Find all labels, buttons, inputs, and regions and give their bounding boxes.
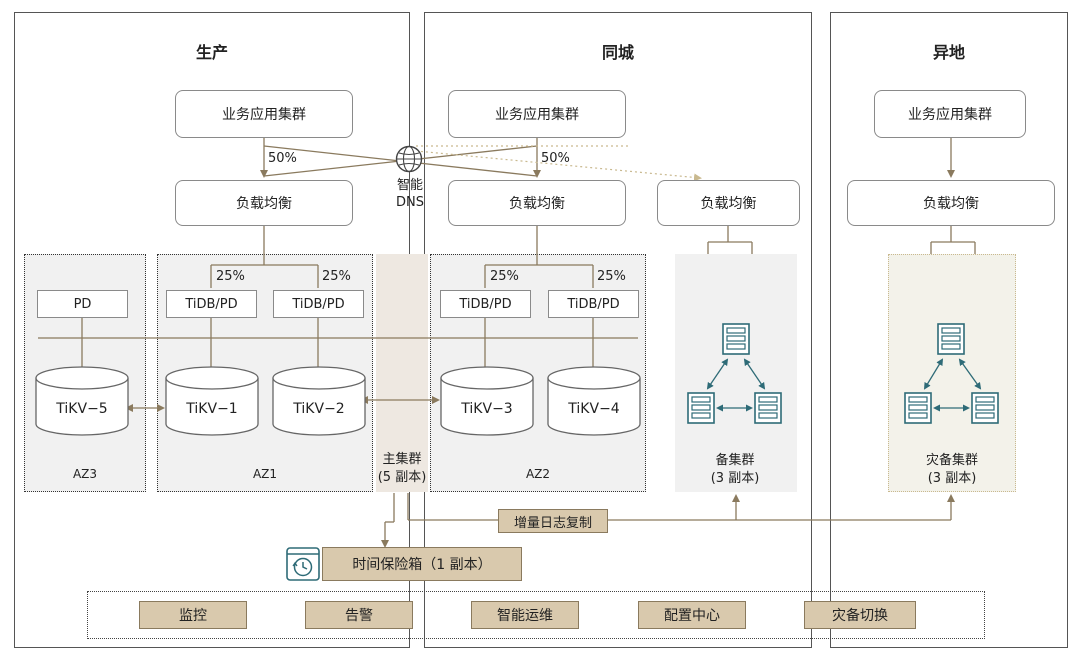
main-cluster-label-line2: (5 副本) <box>377 470 427 485</box>
tidb-pd-node-4: TiDB/PD <box>548 290 639 318</box>
tikv3-cylinder <box>440 366 534 436</box>
dns-label-line2: DNS <box>396 195 424 210</box>
tikv4-cylinder <box>547 366 641 436</box>
dns-globe-icon <box>395 145 423 173</box>
tikv3-label: TiKV−3 <box>461 401 513 417</box>
region-remote-title: 异地 <box>932 43 965 62</box>
tikv5-cylinder <box>35 366 129 436</box>
app-cluster-production: 业务应用集群 <box>175 90 353 138</box>
tikv5-label: TiKV−5 <box>56 401 108 417</box>
ops-tool-monitoring: 监控 <box>139 601 247 629</box>
az1-label: AZ1 <box>252 467 278 481</box>
region-same-city-title: 同城 <box>601 43 634 62</box>
tidb-pd-node-3: TiDB/PD <box>440 290 531 318</box>
ops-tool-dr-switch: 灾备切换 <box>804 601 916 629</box>
region-production-title: 生产 <box>195 43 228 62</box>
ops-tools-bar <box>87 591 985 639</box>
dr-cluster-zone <box>888 254 1016 492</box>
standby-servers <box>687 323 782 424</box>
incremental-log-replication: 增量日志复制 <box>498 509 608 533</box>
traffic-25-tidb1: 25% <box>216 269 245 284</box>
ops-tool-alerting: 告警 <box>305 601 413 629</box>
standby-cluster-label-line2: (3 副本) <box>710 471 760 486</box>
az2-label: AZ2 <box>525 467 551 481</box>
traffic-50-production: 50% <box>268 151 297 166</box>
load-balancer-standby: 负载均衡 <box>657 180 800 226</box>
tikv4-label: TiKV−4 <box>568 401 620 417</box>
ops-tool-smart-ops: 智能运维 <box>471 601 579 629</box>
pd-node: PD <box>37 290 128 318</box>
az3-label: AZ3 <box>72 467 98 481</box>
app-cluster-remote: 业务应用集群 <box>874 90 1026 138</box>
dr-cluster-label-line2: (3 副本) <box>927 471 977 486</box>
standby-cluster-label-line1: 备集群 <box>715 453 755 468</box>
main-cluster-band <box>376 254 428 492</box>
main-cluster-label-line1: 主集群 <box>382 452 422 467</box>
tikv1-label: TiKV−1 <box>186 401 238 417</box>
dr-servers <box>904 323 999 424</box>
load-balancer-remote: 负载均衡 <box>847 180 1055 226</box>
traffic-25-tidb2: 25% <box>322 269 351 284</box>
time-vault-icon <box>286 547 320 581</box>
tikv2-cylinder <box>272 366 366 436</box>
traffic-25-tidb3: 25% <box>490 269 519 284</box>
tidb-pd-node-1: TiDB/PD <box>166 290 257 318</box>
load-balancer-same-city: 负载均衡 <box>448 180 626 226</box>
tikv2-label: TiKV−2 <box>293 401 345 417</box>
tikv1-cylinder <box>165 366 259 436</box>
standby-cluster-zone <box>675 254 797 492</box>
ops-tool-config-center: 配置中心 <box>638 601 746 629</box>
time-vault-label: 时间保险箱（1 副本） <box>322 547 522 581</box>
load-balancer-production: 负载均衡 <box>175 180 353 226</box>
dr-cluster-label-line1: 灾备集群 <box>925 453 978 468</box>
dns-label-line1: 智能 <box>396 178 423 193</box>
app-cluster-same-city: 业务应用集群 <box>448 90 626 138</box>
traffic-25-tidb4: 25% <box>597 269 626 284</box>
traffic-50-same-city: 50% <box>541 151 570 166</box>
tidb-pd-node-2: TiDB/PD <box>273 290 364 318</box>
